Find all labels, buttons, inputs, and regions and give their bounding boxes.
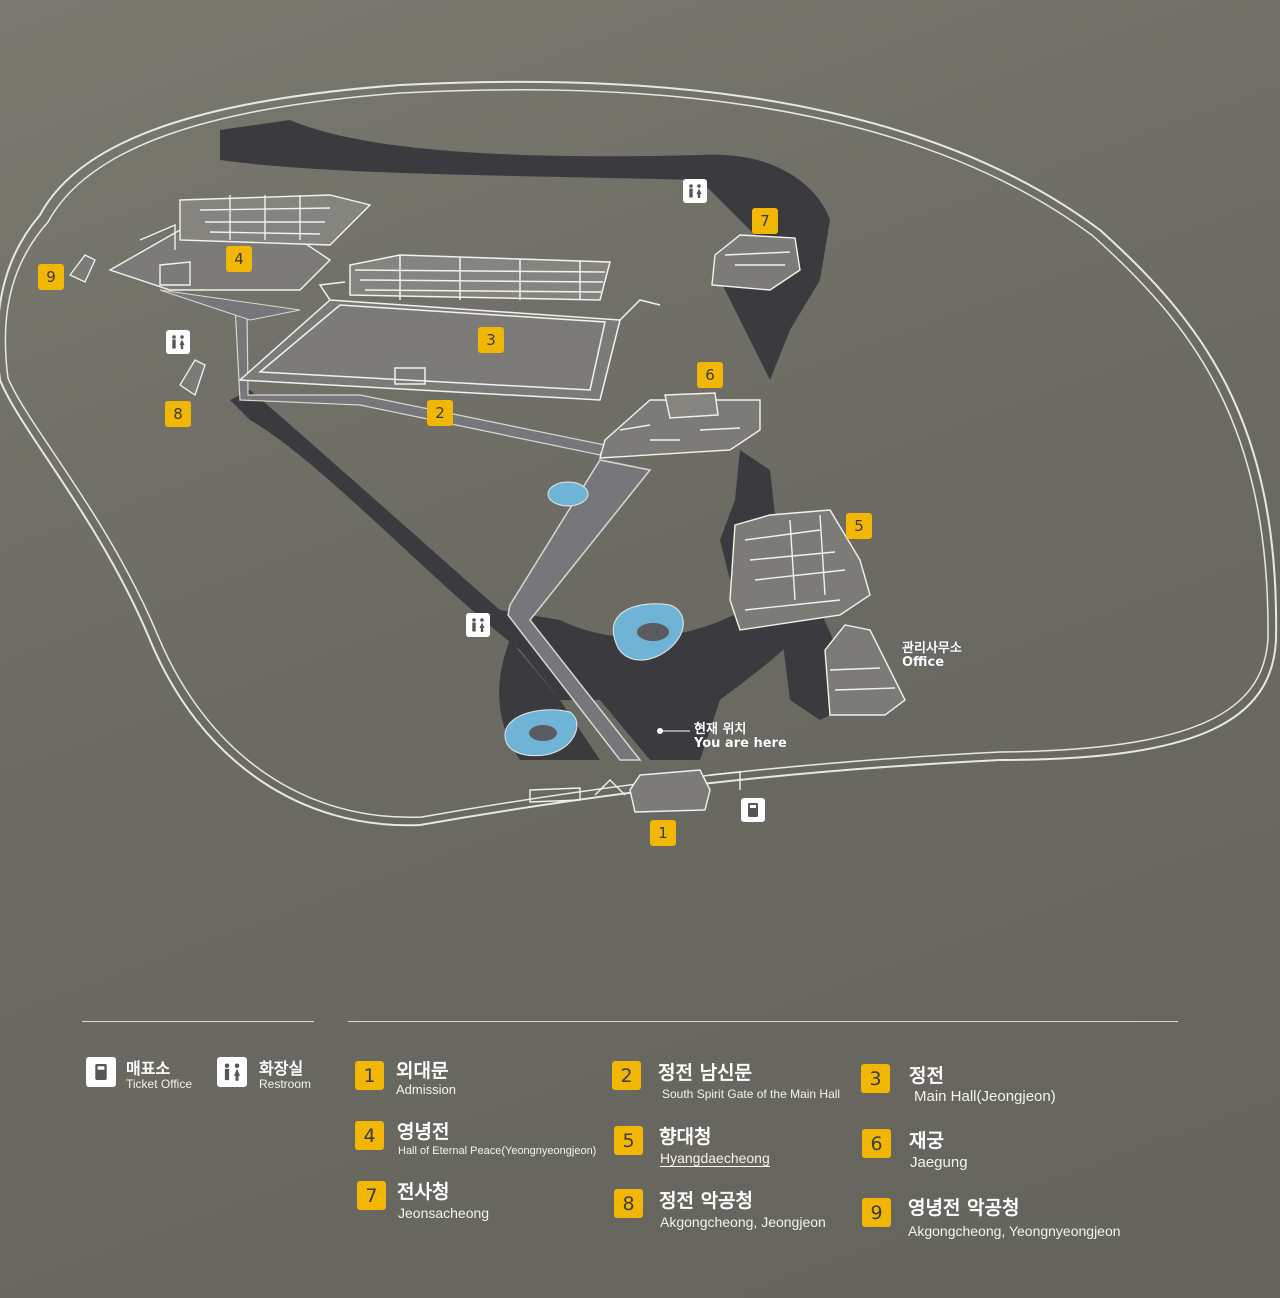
hall-9-building <box>68 254 96 283</box>
map-badge-1: 1 <box>650 820 676 846</box>
office-label-ko: 관리사무소 <box>902 641 962 656</box>
you-are-here-marker <box>657 728 663 734</box>
office-label-en: Office <box>902 654 945 670</box>
legend-item-2-en: South Spirit Gate of the Main Hall <box>662 1087 841 1101</box>
hall-8-building <box>179 359 206 397</box>
legend-item-5-ko: 향대청 <box>659 1126 712 1148</box>
main-hall-building <box>238 254 661 401</box>
map-badge-4: 4 <box>226 246 252 272</box>
restroom-icon <box>466 613 490 637</box>
hyangdaecheong-building <box>729 509 871 631</box>
legend-item-4-en: Hall of Eternal Peace(Yeongnyeongjeon) <box>398 1145 597 1157</box>
pond-left-island <box>529 725 557 741</box>
central-walkway <box>507 459 652 761</box>
map-badge-8: 8 <box>165 401 191 427</box>
map-badge-3: 3 <box>478 327 504 353</box>
pond-small <box>547 481 589 507</box>
boundary-wall-inner <box>4 89 1269 818</box>
legend-item-6-en: Jaegung <box>910 1154 968 1171</box>
restroom-icon <box>166 330 190 354</box>
ticket-office-icon <box>86 1057 116 1087</box>
map-badge-9: 9 <box>38 264 64 290</box>
you-are-here-ko: 현재 위치 <box>694 722 747 737</box>
legend-item-6-ko: 재궁 <box>909 1130 944 1152</box>
legend-item-8-ko: 정전 악공청 <box>659 1190 754 1212</box>
legend-divider-right <box>348 1021 1178 1022</box>
legend-badge-9: 9 <box>862 1198 891 1227</box>
jaegung-building <box>599 392 761 459</box>
legend-item-5-en: Hyangdaecheong <box>660 1150 770 1167</box>
legend-item-3-en: Main Hall(Jeongjeon) <box>914 1088 1056 1105</box>
legend-badge-7: 7 <box>357 1181 386 1210</box>
site-map <box>0 80 1278 827</box>
main-gate-building <box>529 769 741 813</box>
eternal-peace-hall-building <box>108 194 372 291</box>
you-are-here-label: 현재 위치 You are here <box>694 723 787 750</box>
legend-item-2-ko: 정전 남신문 <box>658 1062 753 1084</box>
restroom-icon <box>217 1057 247 1087</box>
legend-badge-8: 8 <box>614 1189 643 1218</box>
pond-right-island <box>637 623 669 641</box>
legend-badge-3: 3 <box>861 1064 890 1093</box>
legend-ticket-ko: 매표소 <box>126 1059 171 1078</box>
legend-divider-left <box>82 1021 314 1022</box>
boundary-wall <box>0 80 1278 827</box>
map-badge-7: 7 <box>752 208 778 234</box>
legend-item-8-en: Akgongcheong, Jeongjeon <box>660 1214 826 1230</box>
legend-item-3-ko: 정전 <box>909 1065 944 1087</box>
legend-item-1-en: Admission <box>396 1082 456 1097</box>
legend-ticket-en: Ticket Office <box>126 1077 193 1091</box>
map-badge-2: 2 <box>427 400 453 426</box>
legend-badge-6: 6 <box>862 1129 891 1158</box>
restroom-icon <box>683 179 707 203</box>
legend-item-7-en: Jeonsacheong <box>398 1205 490 1221</box>
main-path <box>230 390 830 760</box>
upper-walkway <box>159 289 301 321</box>
map-badge-5: 5 <box>846 513 872 539</box>
legend-item-9-ko: 영녕전 악공청 <box>908 1197 1020 1219</box>
legend-restroom-en: Restroom <box>259 1077 312 1091</box>
ticket-office-icon <box>741 798 765 822</box>
legend-badge-5: 5 <box>614 1126 643 1155</box>
office-building <box>824 624 906 716</box>
office-label: 관리사무소 Office <box>902 642 962 669</box>
legend-badge-1: 1 <box>355 1061 384 1090</box>
legend-item-9-en: Akgongcheong, Yeongnyeongjeon <box>908 1223 1121 1239</box>
legend-badge-4: 4 <box>355 1121 384 1150</box>
legend-item-1-ko: 외대문 <box>396 1060 449 1082</box>
map-badge-6: 6 <box>697 362 723 388</box>
jeonsacheong-building <box>711 234 801 291</box>
you-are-here-en: You are here <box>694 735 787 751</box>
legend-badge-2: 2 <box>612 1061 641 1090</box>
upper-road <box>220 120 830 380</box>
legend-item-4-ko: 영녕전 <box>397 1121 450 1143</box>
legend-item-7-ko: 전사청 <box>397 1181 450 1203</box>
legend-restroom-ko: 화장실 <box>259 1059 304 1078</box>
